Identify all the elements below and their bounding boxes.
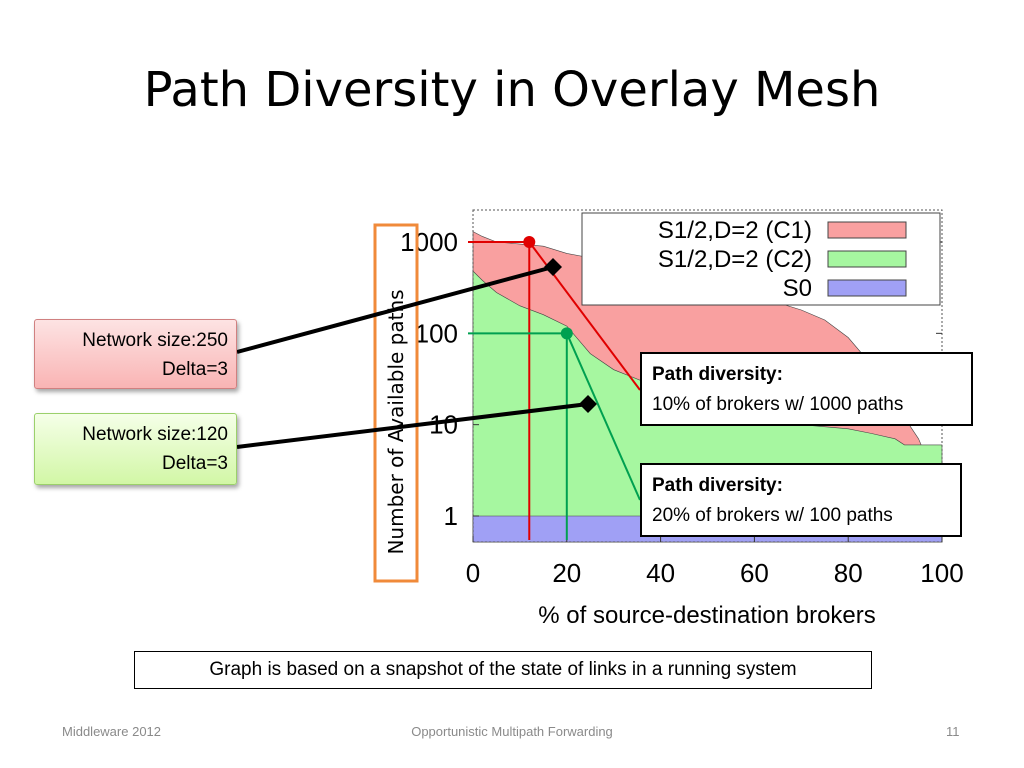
network-250-size-text: Network size:250 — [82, 330, 228, 351]
path-diversity-note-1000: Path diversity: 10% of brokers w/ 1000 p… — [640, 352, 973, 426]
network-250-delta-text: Delta=3 — [161, 359, 228, 380]
legend-swatch-1 — [827, 221, 907, 239]
y-tick-label-100: 100 — [415, 318, 458, 348]
pointer-network-250 — [236, 265, 554, 354]
legend-swatch-2 — [827, 250, 907, 268]
plot-frame — [472, 209, 943, 543]
pointer-network-120 — [236, 402, 589, 449]
note-1000-title: Path diversity: — [652, 364, 783, 385]
note-1000-text: 10% of brokers w/ 1000 paths — [652, 394, 904, 415]
x-tick-label-60: 60 — [740, 558, 769, 588]
legend-label-3: S0 — [783, 275, 812, 302]
footer-conference: Middleware 2012 — [62, 724, 162, 739]
legend-swatch-3 — [827, 279, 907, 297]
network-120-callout: Network size:120 Delta=3 — [34, 413, 237, 485]
x-axis-label: % of source-destination brokers — [538, 602, 876, 629]
x-tick-label-0: 0 — [466, 558, 480, 588]
x-tick-label-40: 40 — [646, 558, 675, 588]
path-diversity-note-100: Path diversity: 20% of brokers w/ 100 pa… — [640, 463, 962, 537]
y-axis-label: Number of Available paths — [384, 289, 408, 554]
y-tick-label-1000: 1000 — [400, 227, 458, 257]
x-tick-label-20: 20 — [552, 558, 581, 588]
network-250-callout: Network size:250 Delta=3 — [34, 319, 237, 389]
slide-title: Path Diversity in Overlay Mesh — [143, 62, 881, 118]
pointer-diamond-250 — [544, 258, 562, 276]
x-tick-label-100: 100 — [920, 558, 963, 588]
connector-note-100 — [565, 332, 641, 501]
network-120-size-text: Network size:120 — [82, 424, 228, 445]
note-100-text: 20% of brokers w/ 100 paths — [652, 505, 893, 526]
legend-label-1: S1/2,D=2 (C1) — [658, 217, 812, 244]
pointer-diamond-120 — [579, 395, 597, 413]
note-100-title: Path diversity: — [652, 475, 783, 496]
footer-talk-title: Opportunistic Multipath Forwarding — [411, 724, 613, 739]
x-tick-label-80: 80 — [834, 558, 863, 588]
legend-label-2: S1/2,D=2 (C2) — [658, 246, 812, 273]
graph-caption: Graph is based on a snapshot of the stat… — [134, 651, 872, 689]
y-tick-label-1: 1 — [444, 501, 458, 531]
y-axis-highlight-box — [373, 223, 419, 583]
network-120-delta-text: Delta=3 — [161, 453, 228, 474]
footer-page-number: 11 — [946, 724, 960, 739]
